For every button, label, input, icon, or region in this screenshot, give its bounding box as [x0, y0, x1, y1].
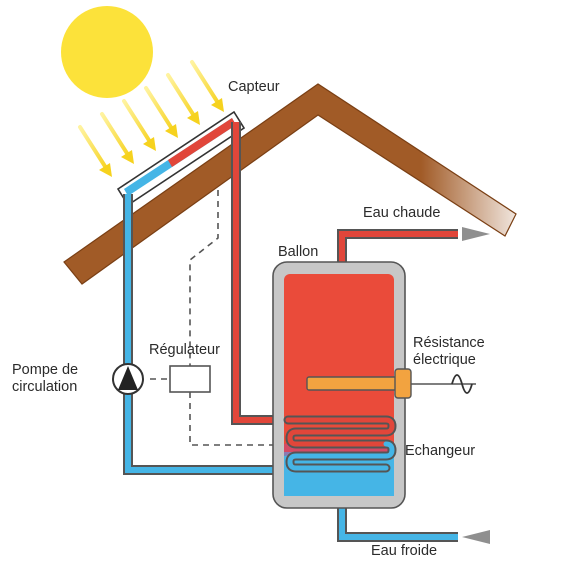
- tank-label: Ballon: [278, 244, 319, 260]
- sun-rays: [78, 60, 222, 173]
- pump-label: Pompe de circulation: [12, 362, 78, 396]
- sun-ray-arrowheads: [99, 98, 224, 177]
- resistance-label-line-2: électrique: [413, 352, 476, 368]
- resistance-label-line-1: Résistance: [413, 335, 485, 351]
- electric-resistance: [306, 368, 476, 399]
- cold-water-inlet-pipe: [337, 500, 458, 542]
- regulator-box: [169, 365, 211, 393]
- pump-label-line-1: Pompe de: [12, 362, 79, 378]
- pump-label-line-2: circulation: [12, 379, 78, 395]
- solar-collector: [116, 110, 246, 207]
- cold-return-pipe: [123, 194, 298, 475]
- resistance-label: Résistance électrique: [413, 335, 485, 369]
- ac-sine-icon: [451, 374, 473, 394]
- roof: [63, 83, 517, 285]
- sun: [61, 6, 153, 98]
- exchanger-label: Echangeur: [405, 443, 476, 459]
- hot-water-label: Eau chaude: [363, 205, 441, 221]
- heat-exchanger-coil: [283, 415, 397, 473]
- cold-water-inlet-arrow: [462, 530, 490, 544]
- control-wires: [150, 190, 290, 446]
- cold-water-label: Eau froide: [371, 543, 438, 559]
- hot-water-outlet-arrow: [462, 227, 490, 241]
- collector-label: Capteur: [228, 79, 280, 95]
- regulator-label: Régulateur: [149, 342, 220, 358]
- hot-water-outlet-pipe: [337, 229, 458, 272]
- circulation-pump-icon: [112, 363, 144, 395]
